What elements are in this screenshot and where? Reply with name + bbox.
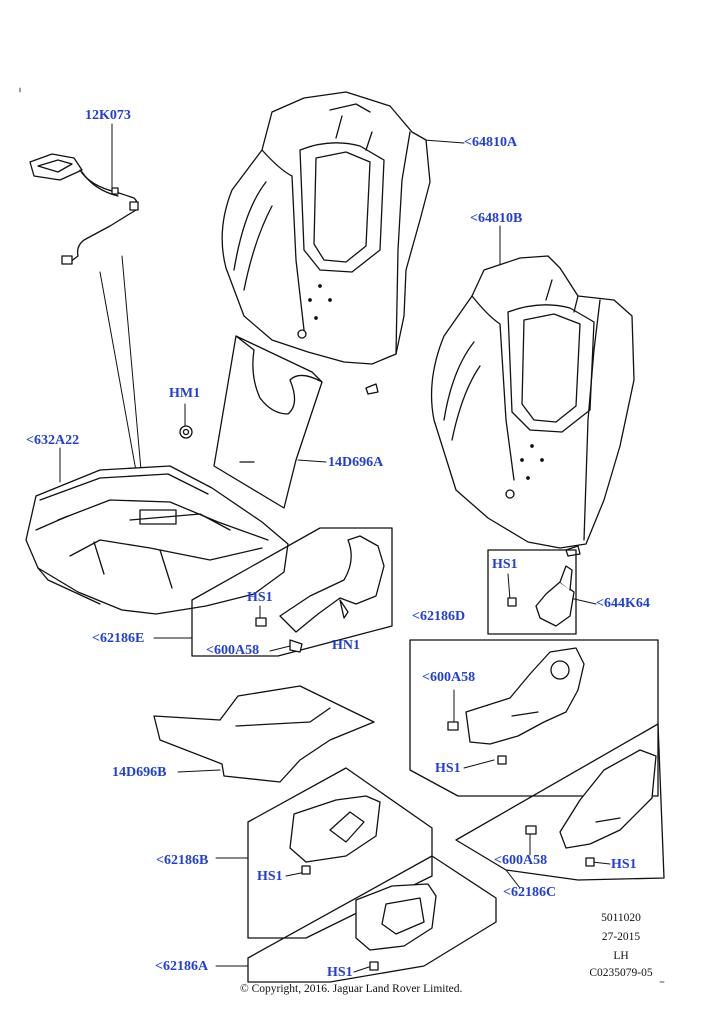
callout-62186b: <62186B [156, 853, 209, 868]
callout-644k64: <644K64 [596, 596, 650, 611]
seat-back-64810a [221, 91, 431, 395]
callout-62186a: <62186A [155, 959, 209, 974]
callout-hs1-c: HS1 [611, 857, 637, 872]
callout-14d696b: 14D696B [112, 765, 167, 780]
callout-hm1: HM1 [169, 386, 201, 401]
callout-632a22: <632A22 [26, 433, 80, 448]
callout-hs1-d: HS1 [435, 761, 461, 776]
wiring-harness-12k073 [29, 153, 139, 265]
copyright-notice: © Copyright, 2016. Jaguar Land Rover Lim… [240, 983, 463, 995]
trim-panel-62186b [247, 767, 433, 939]
inset-644k64 [487, 549, 577, 635]
callout-12k073: 12K073 [85, 108, 131, 123]
trim-kit-62186e [191, 527, 393, 657]
seat-back-64810b [430, 255, 635, 557]
callout-hs1-a: HS1 [327, 965, 353, 980]
callout-62186e: <62186E [92, 631, 145, 646]
callout-hs1-b: HS1 [257, 869, 283, 884]
callout-600a58-c: <600A58 [494, 853, 548, 868]
callout-hs1-k: HS1 [492, 557, 518, 572]
diagram-code: C0235079-05 [589, 967, 653, 979]
trim-panel-62186c [455, 723, 665, 881]
callout-hn1: HN1 [332, 638, 360, 653]
callout-14d696a: 14D696A [328, 455, 384, 470]
diagram-date-code: 27-2015 [601, 931, 641, 943]
callout-600a58-e: <600A58 [206, 643, 260, 658]
leader-lines [59, 123, 611, 973]
pad-14d696a [213, 335, 323, 509]
trim-panel-62186d [409, 639, 659, 797]
diagram-side: LH [613, 950, 629, 962]
clip-hm1 [179, 425, 193, 439]
diagram-ref-number: 5011020 [601, 912, 641, 924]
callout-64810b: <64810B [470, 211, 523, 226]
callout-hs1-e: HS1 [247, 590, 273, 605]
trim-panel-62186a [247, 855, 497, 983]
pad-14d696b [153, 685, 375, 783]
callout-600a58-d: <600A58 [422, 670, 476, 685]
seat-cushion-632a22 [25, 465, 289, 615]
callout-64810a: <64810A [464, 135, 518, 150]
callout-62186d: <62186D [412, 609, 466, 624]
callout-62186c: <62186C [503, 885, 557, 900]
